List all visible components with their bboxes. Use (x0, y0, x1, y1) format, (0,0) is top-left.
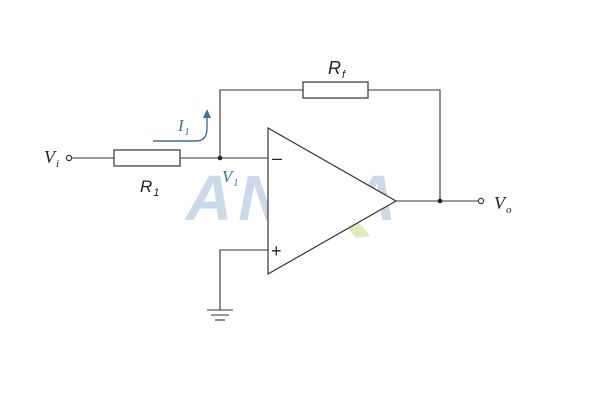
label-v1: V1 (222, 167, 238, 189)
op-amp-inverting-sign: – (272, 148, 282, 168)
op-amp-noninverting-sign: + (271, 241, 282, 261)
label-rf: Rf (328, 58, 346, 81)
wire-feedback-left (219, 89, 303, 158)
label-vo: Vo (494, 193, 512, 216)
input-terminal (65, 154, 73, 162)
label-vi: Vi (44, 147, 59, 170)
wire-feedback-right (368, 89, 441, 201)
input-terminal-dot (65, 154, 73, 162)
label-i1: I1 (177, 116, 190, 138)
output-terminal-dot (477, 197, 485, 205)
node-output (437, 198, 443, 204)
label-r1: R1 (140, 177, 159, 199)
resistor-rf (302, 81, 369, 99)
ground-icon (207, 309, 233, 321)
resistor-r1 (113, 149, 181, 167)
wire-noninverting-to-ground (219, 249, 268, 310)
op-amp (267, 126, 398, 276)
current-arrow-icon (153, 109, 211, 142)
